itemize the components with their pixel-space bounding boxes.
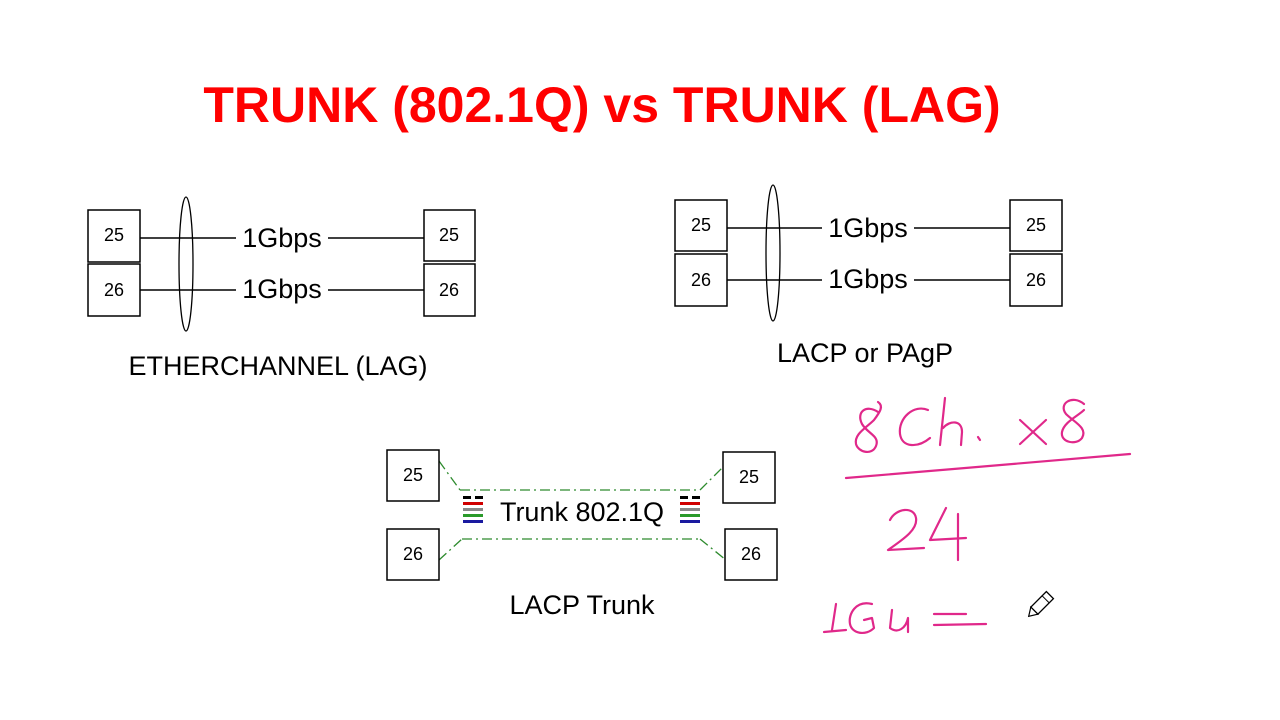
vlan-stripe bbox=[680, 508, 700, 511]
link-speed-label: 1Gbps bbox=[242, 223, 322, 253]
port-label: 25 bbox=[1026, 215, 1046, 235]
vlan-stripe bbox=[680, 496, 688, 499]
handwritten-denominator bbox=[886, 506, 968, 562]
etherchannel-diagram: 25 26 25 26 1Gbps 1Gbps ETHERCHANNEL (LA… bbox=[87, 196, 476, 381]
port-box-right-25 bbox=[423, 209, 476, 262]
port-label: 26 bbox=[439, 280, 459, 300]
port-box-right-26 bbox=[724, 528, 778, 581]
handwritten-numerator bbox=[854, 396, 1086, 453]
port-label: 25 bbox=[691, 215, 711, 235]
vlan-stripe bbox=[463, 496, 471, 499]
vlan-stripe bbox=[463, 508, 483, 511]
trunk-links bbox=[438, 460, 727, 561]
link-speed-label: 1Gbps bbox=[828, 213, 908, 243]
port-label: 25 bbox=[403, 465, 423, 485]
pencil-cursor-icon bbox=[1027, 590, 1055, 618]
handwritten-result bbox=[822, 602, 988, 634]
port-label: 25 bbox=[104, 225, 124, 245]
port-label: 26 bbox=[691, 270, 711, 290]
bundle-ellipse bbox=[765, 184, 781, 322]
diagram-caption: LACP Trunk bbox=[509, 590, 655, 620]
vlan-stripes-icon bbox=[680, 496, 700, 523]
port-label: 25 bbox=[739, 467, 759, 487]
vlan-stripe bbox=[463, 514, 483, 517]
port-label: 26 bbox=[403, 544, 423, 564]
link-speed-label: 1Gbps bbox=[828, 264, 908, 294]
vlan-stripe bbox=[475, 496, 483, 499]
vlan-stripe bbox=[463, 502, 483, 505]
lacp-trunk-diagram: 25 26 25 26 Trunk 802.1Q LACP Trunk bbox=[386, 449, 778, 620]
port-box-left-26 bbox=[674, 253, 728, 307]
port-box-left-25 bbox=[674, 199, 728, 252]
port-label: 26 bbox=[104, 280, 124, 300]
port-box-left-26 bbox=[87, 263, 141, 317]
vlan-stripe bbox=[680, 514, 700, 517]
port-label: 26 bbox=[741, 544, 761, 564]
port-box-left-25 bbox=[386, 449, 440, 502]
link-speed-label: 1Gbps bbox=[242, 274, 322, 304]
diagram-caption: ETHERCHANNEL (LAG) bbox=[128, 351, 427, 381]
vlan-stripe bbox=[692, 496, 700, 499]
bundle-ellipse bbox=[178, 196, 194, 332]
lacp-pagp-diagram: 25 26 25 26 1Gbps 1Gbps LACP or PAgP bbox=[674, 184, 1063, 368]
port-label: 25 bbox=[439, 225, 459, 245]
trunk-link-label: Trunk 802.1Q bbox=[500, 497, 664, 527]
vlan-stripes-icon bbox=[463, 496, 483, 523]
vlan-stripe bbox=[680, 520, 700, 523]
port-box-right-26 bbox=[423, 263, 476, 317]
diagram-caption: LACP or PAgP bbox=[777, 338, 953, 368]
port-label: 26 bbox=[1026, 270, 1046, 290]
port-box-left-25 bbox=[87, 209, 141, 263]
port-box-right-25 bbox=[722, 451, 776, 504]
port-box-left-26 bbox=[386, 528, 440, 581]
vlan-stripe bbox=[680, 502, 700, 505]
handwritten-calculation bbox=[822, 396, 1132, 634]
fraction-bar bbox=[844, 452, 1132, 480]
port-box-right-26 bbox=[1009, 253, 1063, 307]
page-title: TRUNK (802.1Q) vs TRUNK (LAG) bbox=[203, 77, 1000, 133]
port-box-right-25 bbox=[1009, 199, 1063, 252]
vlan-stripe bbox=[463, 520, 483, 523]
